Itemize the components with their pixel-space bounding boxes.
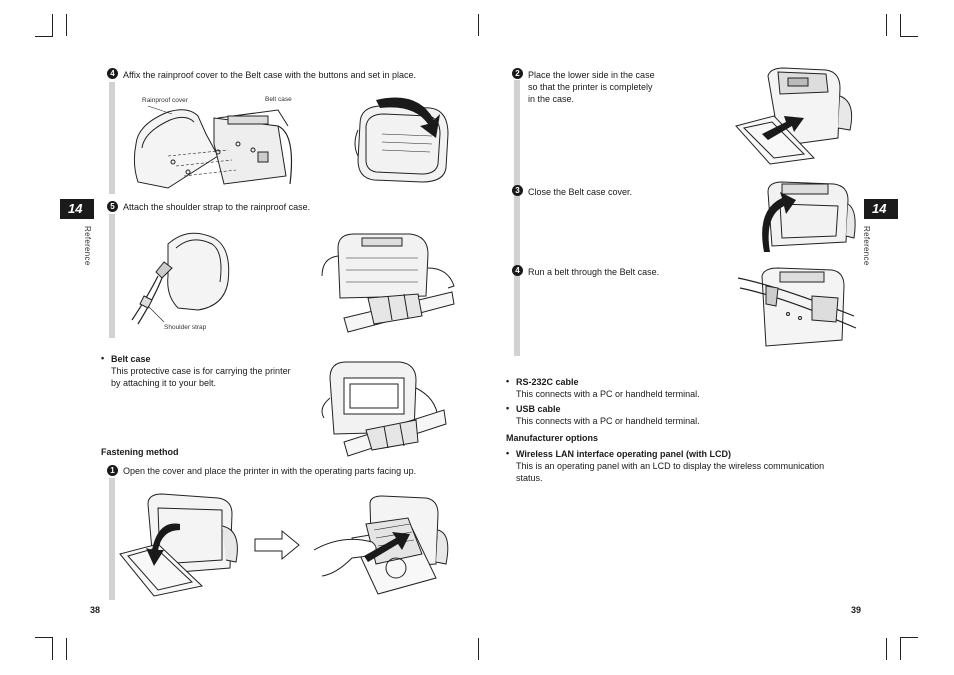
illustration-strap-attached — [318, 228, 458, 332]
illustration-cover-installed — [352, 97, 452, 184]
illustration-insert-printer — [312, 494, 452, 596]
step-text: Run a belt through the Belt case. — [528, 267, 660, 277]
side-label-right: Reference — [862, 226, 871, 266]
bullet-icon: • — [101, 353, 105, 363]
step-number: 4 — [107, 68, 118, 79]
step-text: Attach the shoulder strap to the rainpro… — [123, 202, 311, 212]
bullet-icon: • — [506, 376, 510, 386]
item-desc: This protective case is for carrying the… — [111, 366, 291, 376]
page-number: 38 — [90, 605, 101, 615]
step-text: Place the lower side in the case — [528, 70, 655, 80]
item-desc: This is an operating panel with an LCD t… — [516, 461, 825, 471]
section-heading: Fastening method — [101, 447, 179, 457]
push-arrow-icon — [762, 116, 804, 140]
page-number: 39 — [851, 605, 862, 615]
section-heading: Manufacturer options — [506, 433, 599, 443]
side-label-left: Reference — [83, 226, 92, 266]
item-desc: This connects with a PC or handheld term… — [516, 389, 700, 399]
bullet-icon: • — [506, 403, 510, 413]
push-arrow-icon — [364, 532, 410, 562]
step-text: Close the Belt case cover. — [528, 187, 633, 197]
item-desc: This connects with a PC or handheld term… — [516, 416, 700, 426]
bullet-icon: • — [506, 448, 510, 458]
item-title: Belt case — [111, 354, 151, 364]
step-bar — [109, 82, 115, 194]
item-desc: status. — [516, 473, 543, 483]
step-number: 5 — [107, 201, 118, 212]
step-number: 1 — [107, 465, 118, 476]
step-number: 3 — [512, 185, 523, 196]
chapter-tab-right: 14 — [864, 199, 898, 219]
step-bar — [109, 478, 115, 600]
step-bar — [514, 80, 520, 356]
illustration-open-case — [118, 490, 242, 596]
item-title: Wireless LAN interface operating panel (… — [516, 449, 731, 459]
step-number: 4 — [512, 265, 523, 276]
label-shoulder-strap: Shoulder strap — [164, 324, 207, 331]
item-title: USB cable — [516, 404, 561, 414]
illustration-attach-cover — [128, 104, 298, 190]
step-number: 2 — [512, 68, 523, 79]
illustration-strap-hook — [128, 226, 238, 326]
item-title: RS-232C cable — [516, 377, 579, 387]
illustration-belt-case — [318, 358, 446, 456]
rotate-arrow-icon — [762, 192, 796, 252]
arrow-right-icon — [254, 530, 300, 560]
step-text: so that the printer is completely — [528, 82, 653, 92]
step-text: in the case. — [528, 94, 575, 104]
rotate-arrow-icon — [376, 97, 440, 138]
illustration-place-printer — [734, 66, 856, 164]
label-rainproof-cover: Rainproof cover — [142, 97, 188, 104]
label-belt-case: Belt case — [265, 96, 292, 103]
item-desc: by attaching it to your belt. — [111, 378, 217, 388]
step-bar — [109, 214, 115, 338]
chapter-tab-left: 14 — [60, 199, 94, 219]
rotate-arrow-icon — [146, 523, 180, 566]
illustration-close-cover — [762, 180, 856, 252]
step-text: Affix the rainproof cover to the Belt ca… — [123, 70, 417, 80]
step-text: Open the cover and place the printer in … — [123, 466, 417, 476]
illustration-belt-through — [738, 266, 858, 348]
